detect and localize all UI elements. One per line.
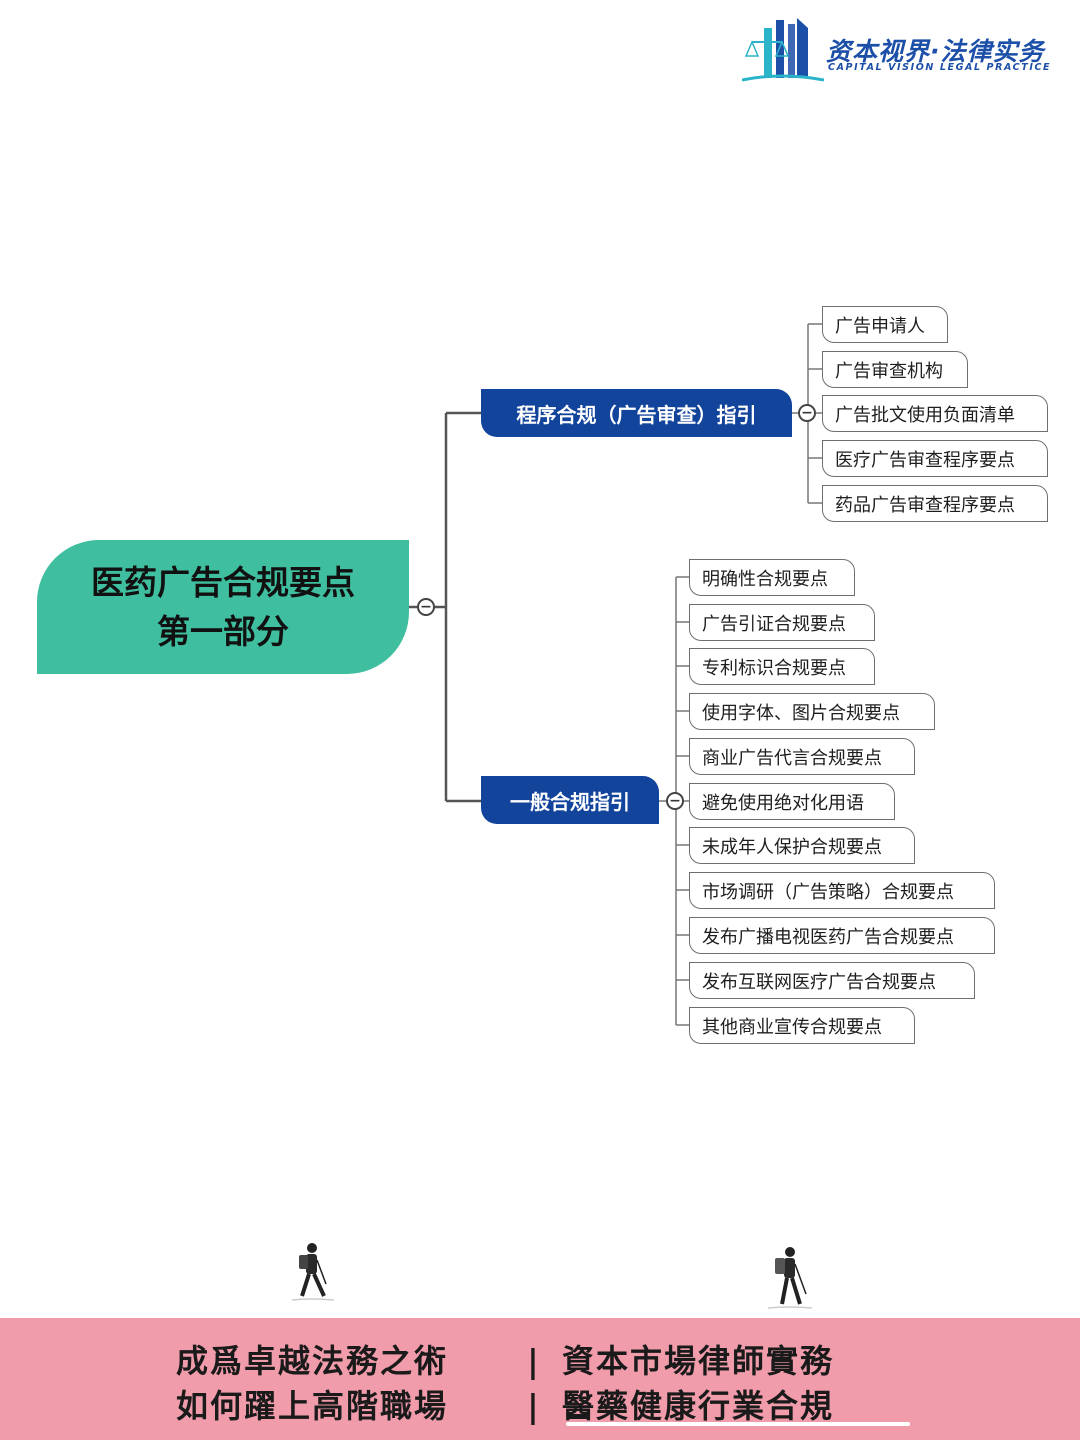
root-title-line1: 医药广告合规要点	[91, 563, 355, 602]
footer-row-2: 如何躍上高階職場 | 醫藥健康行業合規	[176, 1381, 834, 1427]
branch-procedure-compliance[interactable]: 程序合规（广告审查）指引	[481, 389, 792, 437]
leaf-citation[interactable]: 广告引证合规要点	[689, 604, 875, 641]
footer-row2-left: 如何躍上高階職場	[176, 1387, 449, 1425]
leaf-endorsement[interactable]: 商业广告代言合规要点	[689, 738, 915, 775]
leaf-patent-marking[interactable]: 专利标识合规要点	[689, 648, 875, 685]
footer-row-1: 成爲卓越法務之術 | 資本市場律師實務	[176, 1336, 834, 1382]
branch-general-compliance[interactable]: 一般合规指引	[481, 776, 659, 824]
minus-icon: −	[801, 405, 813, 421]
root-title-line2: 第一部分	[157, 612, 289, 651]
collapse-root-toggle[interactable]: −	[417, 598, 435, 616]
leaf-ad-applicant[interactable]: 广告申请人	[822, 306, 948, 343]
minus-icon: −	[669, 793, 681, 809]
footer-row1-right: 資本市場律師實務	[562, 1342, 835, 1380]
logo-name-en: CAPITAL VISION LEGAL PRACTICE	[828, 62, 1052, 73]
root-node[interactable]: 医药广告合规要点 第一部分	[37, 540, 409, 674]
collapse-branch-general-toggle[interactable]: −	[666, 792, 684, 810]
minus-icon: −	[420, 599, 432, 615]
leaf-ad-approval-negative-list[interactable]: 广告批文使用负面清单	[822, 395, 1048, 432]
leaf-other-promotion[interactable]: 其他商业宣传合规要点	[689, 1007, 915, 1044]
footer-banner: 成爲卓越法務之術 | 資本市場律師實務 如何躍上高階職場 | 醫藥健康行業合規	[0, 1318, 1080, 1440]
leaf-fonts-images[interactable]: 使用字体、图片合规要点	[689, 693, 935, 730]
footer-row2-right: 醫藥健康行業合規	[562, 1387, 835, 1425]
leaf-ad-review-agency[interactable]: 广告审查机构	[822, 351, 968, 388]
leaf-drug-ad-review[interactable]: 药品广告审查程序要点	[822, 485, 1048, 522]
leaf-broadcast-tv-ads[interactable]: 发布广播电视医药广告合规要点	[689, 917, 995, 954]
footer-row1-left: 成爲卓越法務之術	[176, 1342, 449, 1380]
leaf-absolute-terms[interactable]: 避免使用绝对化用语	[689, 783, 895, 820]
footer-separator: |	[527, 1387, 541, 1425]
brand-logo: 资本视界·法律实务 CAPITAL VISION LEGAL PRACTICE	[742, 14, 1072, 86]
leaf-market-research[interactable]: 市场调研（广告策略）合规要点	[689, 872, 995, 909]
collapse-branch-procedure-toggle[interactable]: −	[798, 404, 816, 422]
footer-separator: |	[527, 1342, 541, 1380]
leaf-minors-protection[interactable]: 未成年人保护合规要点	[689, 827, 915, 864]
leaf-medical-ad-review[interactable]: 医疗广告审查程序要点	[822, 440, 1048, 477]
leaf-clarity[interactable]: 明确性合规要点	[689, 559, 855, 596]
logo-name-cn: 资本视界·法律实务	[826, 37, 1045, 66]
hiker-icon	[767, 1247, 813, 1309]
hiker-icon	[291, 1243, 335, 1301]
footer-highlight-underline	[566, 1422, 910, 1426]
building-scales-icon	[742, 18, 824, 82]
leaf-internet-medical-ads[interactable]: 发布互联网医疗广告合规要点	[689, 962, 975, 999]
